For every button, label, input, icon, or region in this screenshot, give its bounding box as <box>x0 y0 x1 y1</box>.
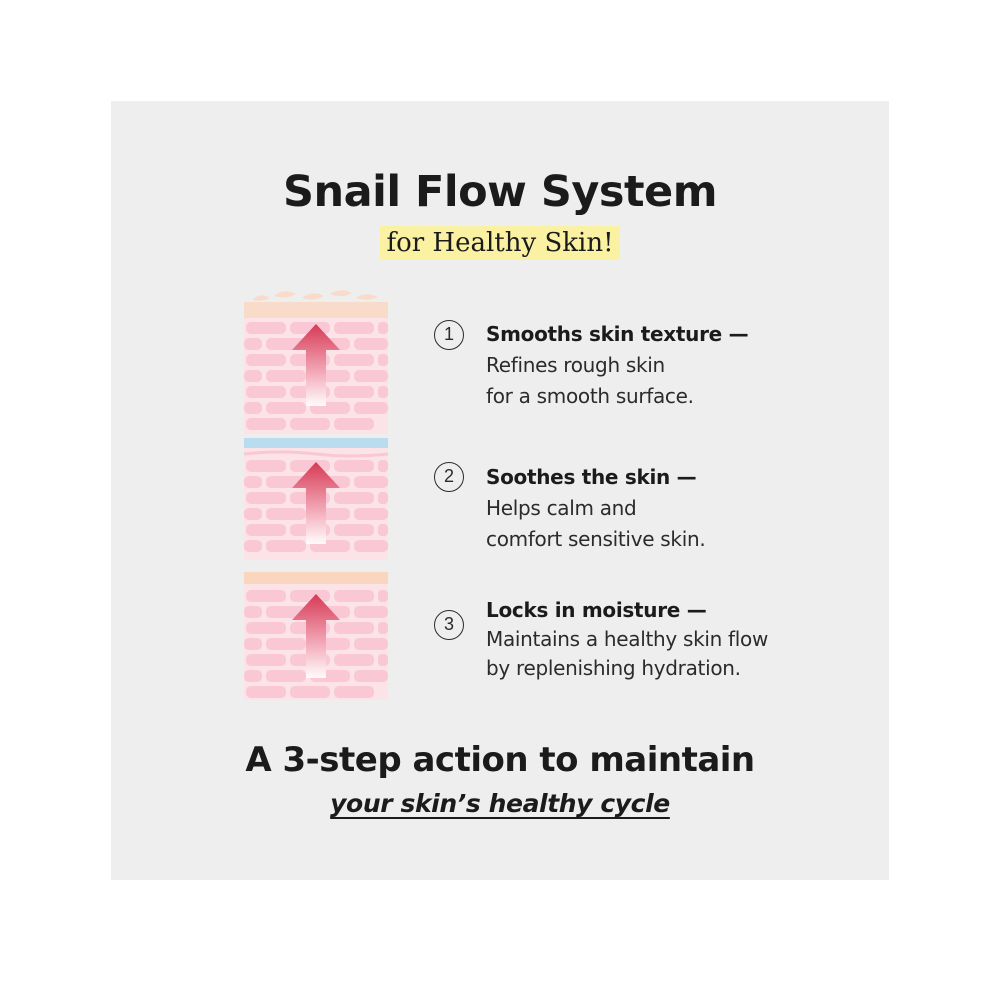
step-description: comfort sensitive skin. <box>486 527 706 551</box>
footer-title: A 3-step action to maintain <box>245 740 755 780</box>
footer-subtitle-wrap: your skin’s healthy cycle <box>0 787 1000 821</box>
step-description: Helps calm and <box>486 496 637 520</box>
step-number-circle: 1 <box>434 320 464 350</box>
subtitle-wrap: for Healthy Skin! <box>0 226 1000 260</box>
skin-illustration-moisturized <box>244 572 388 700</box>
step-number-circle: 2 <box>434 462 464 492</box>
skin-illustration-rough <box>244 290 388 434</box>
step-description: for a smooth surface. <box>486 384 694 408</box>
skin-cells <box>244 590 388 698</box>
skin-illustration-soothed <box>244 438 388 560</box>
page-title: Snail Flow System <box>282 167 718 217</box>
step-number-circle: 3 <box>434 610 464 640</box>
step-description: Refines rough skin <box>486 353 665 377</box>
arrow-up-icon <box>292 594 340 678</box>
skin-cells <box>244 322 388 430</box>
page-subtitle: for Healthy Skin! <box>380 226 620 260</box>
step-description: Maintains a healthy skin flow <box>486 627 769 651</box>
arrow-up-icon <box>292 324 340 406</box>
footer-subtitle: your skin’s healthy cycle <box>330 789 670 818</box>
step-title: Smooths skin texture — <box>486 322 749 346</box>
step-title: Locks in moisture — <box>486 598 707 622</box>
step-title: Soothes the skin — <box>486 465 697 489</box>
arrow-up-icon <box>292 462 340 544</box>
skin-flakes <box>252 290 378 301</box>
step-description: by replenishing hydration. <box>486 656 741 680</box>
